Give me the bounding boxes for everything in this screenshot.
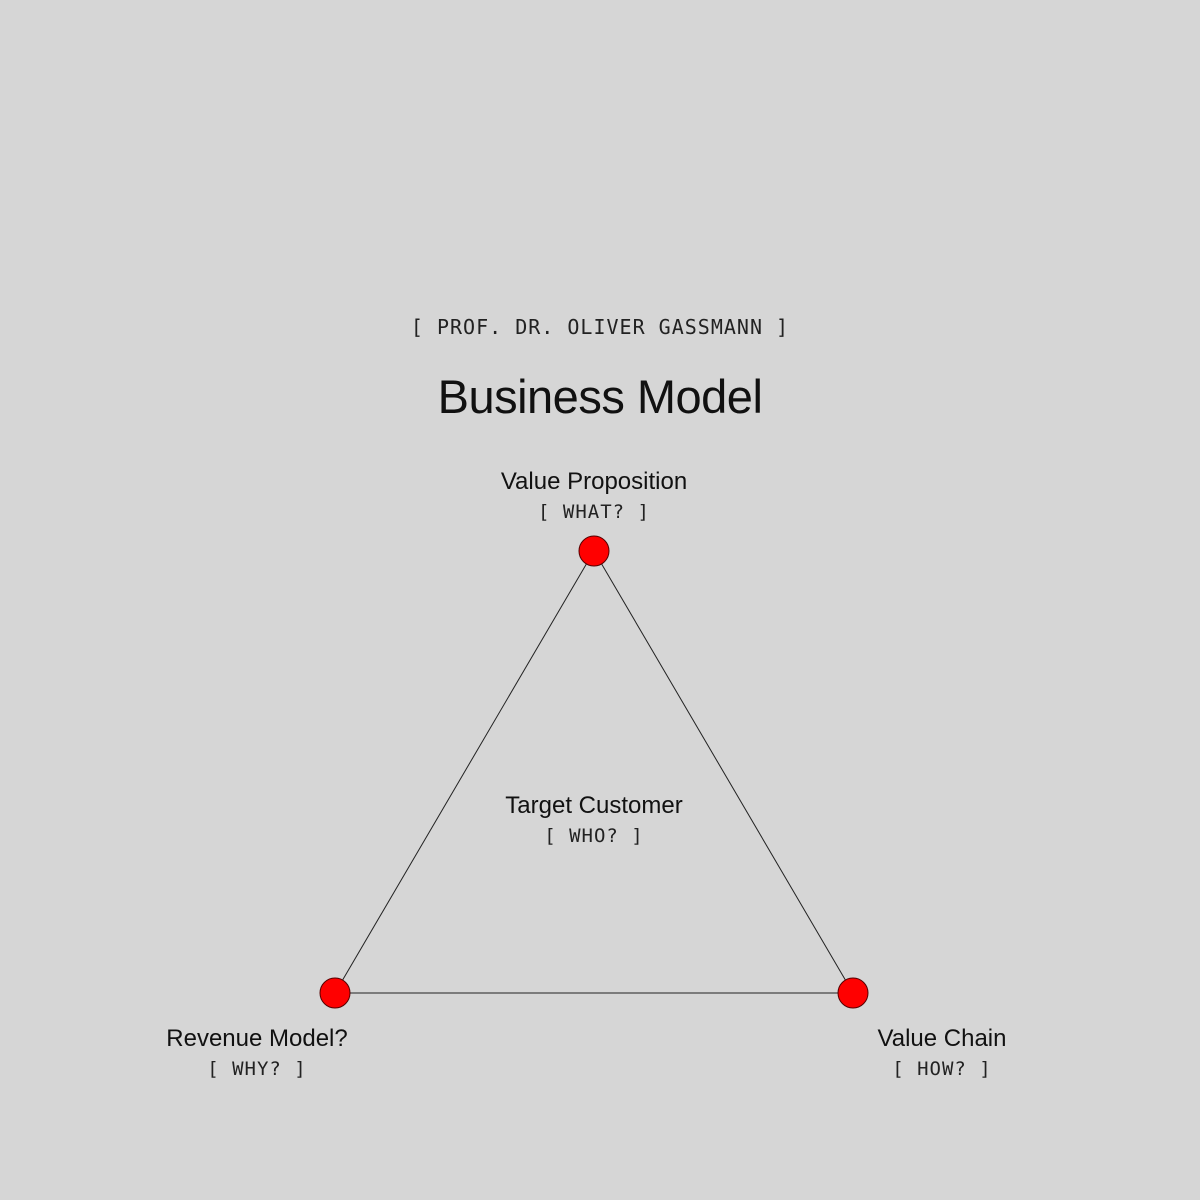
edge-value-proposition-value-chain [593, 550, 854, 994]
node-revenue-model [319, 977, 351, 1009]
label-revenue-model: Revenue Model? [ WHY? ] [97, 1024, 417, 1084]
value-chain-name: Value Chain [877, 1025, 1007, 1052]
edge-value-proposition-revenue-model [334, 550, 595, 994]
label-value-proposition: Value Proposition [ WHAT? ] [434, 467, 754, 527]
label-target-customer: Target Customer [ WHO? ] [434, 791, 754, 851]
triangle-edges [334, 550, 854, 994]
value-proposition-question: [ WHAT? ] [538, 501, 650, 523]
revenue-model-name: Revenue Model? [166, 1025, 348, 1052]
value-chain-question: [ HOW? ] [892, 1058, 992, 1080]
target-customer-question: [ WHO? ] [544, 825, 644, 847]
author-credit: [ PROF. DR. OLIVER GASSMANN ] [410, 315, 790, 339]
node-value-chain [837, 977, 869, 1009]
label-value-chain: Value Chain [ HOW? ] [782, 1024, 1102, 1084]
target-customer-name: Target Customer [505, 792, 683, 819]
node-value-proposition [578, 535, 610, 567]
triangle-nodes [319, 535, 869, 1009]
diagram-title: Business Model [437, 370, 763, 423]
value-proposition-name: Value Proposition [500, 468, 688, 495]
revenue-model-question: [ WHY? ] [207, 1058, 307, 1080]
